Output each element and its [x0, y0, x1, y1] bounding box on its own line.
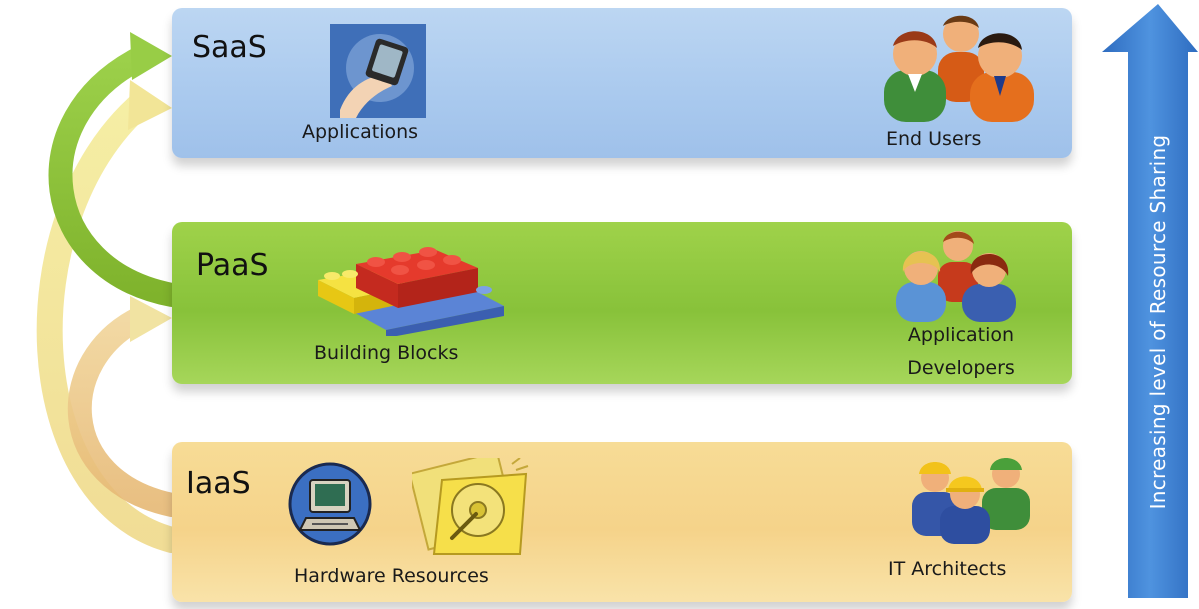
iaas-to-saas-arrowhead — [128, 80, 172, 130]
people-group-icon — [884, 15, 1034, 122]
application-developers-label-line2: Developers — [907, 357, 1015, 379]
resource-sharing-label: Increasing level of Resource Sharing — [1146, 134, 1170, 510]
hard-drive-icon — [412, 458, 529, 555]
iaas-to-saas-arrow — [36, 92, 185, 553]
lego-blocks-icon — [318, 247, 504, 336]
saas-layer: SaaS Applications End Users — [172, 8, 1072, 158]
applications-label: Applications — [302, 121, 419, 143]
computer-icon — [288, 462, 372, 546]
building-blocks-label: Building Blocks — [314, 342, 459, 364]
resource-sharing-arrow — [1102, 4, 1198, 598]
hardware-resources-label: Hardware Resources — [294, 565, 489, 587]
application-developers-label-line1: Application — [907, 324, 1015, 346]
iaas-to-paas-arrowhead — [130, 296, 172, 342]
it-architects-label: IT Architects — [888, 558, 1007, 580]
hardhat-workers-icon — [912, 458, 1030, 544]
phone-in-hand-icon — [330, 24, 426, 118]
paas-title: PaaS — [196, 248, 269, 283]
end-users-label: End Users — [886, 128, 982, 150]
iaas-layer: IaaS Hardware Resources — [172, 442, 1072, 602]
iaas-title: IaaS — [186, 466, 251, 501]
paas-layer: PaaS Building Blocks — [172, 222, 1072, 384]
paas-to-saas-arrow — [48, 46, 184, 307]
saas-title: SaaS — [192, 30, 267, 65]
paas-to-saas-arrowhead — [130, 32, 172, 80]
developers-group-icon — [896, 231, 1016, 322]
iaas-to-paas-arrow — [67, 306, 184, 517]
